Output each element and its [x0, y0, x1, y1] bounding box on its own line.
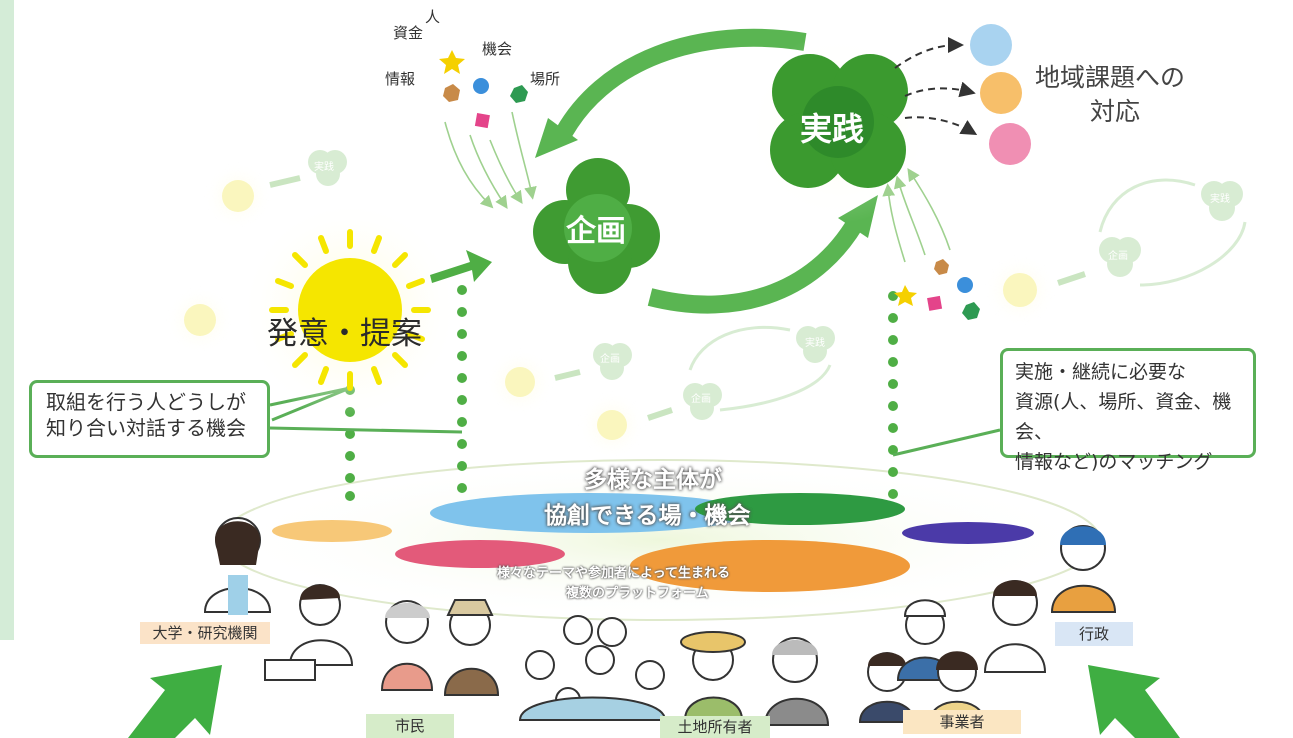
person-citizen-woman — [380, 600, 434, 691]
sun-rays — [269, 229, 431, 391]
platform-orange — [630, 540, 910, 592]
label-small-planning-1: 企画 — [600, 354, 620, 365]
center-sub-line2: 複数のプラットフォーム — [566, 586, 709, 601]
center-title-line2: 協創できる場・機会 — [544, 503, 751, 529]
label-people: 人 — [425, 8, 441, 26]
resource-flow-lines — [444, 111, 537, 209]
person-business-4 — [983, 580, 1047, 673]
label-small-practice-3: 実践 — [1210, 194, 1230, 205]
callout-matching: 実施・継続に必要な 資源(人、場所、資金、機会、 情報など)のマッチング — [1000, 348, 1256, 473]
tag-bg-government — [1055, 622, 1133, 646]
sun-body — [298, 258, 402, 362]
arrow-practice-to-planning — [551, 28, 807, 145]
person-family — [518, 615, 667, 721]
person-government — [1050, 525, 1117, 613]
tag-bg-university — [140, 622, 270, 644]
label-planning: 企画 — [566, 214, 626, 249]
arrow-planning-to-practice — [647, 210, 868, 314]
hexagon-icon-brown-right — [934, 259, 949, 275]
arrow-bottom-left — [128, 665, 222, 738]
arrow-proposal-to-planning — [430, 250, 492, 283]
practice-cluster — [745, 33, 935, 223]
outcome-line1: 地域課題への — [1035, 63, 1186, 92]
tag-bg-landowners — [660, 716, 770, 738]
people-illustrations — [203, 517, 1117, 726]
star-icon — [439, 50, 465, 74]
callout-matching-line3: 情報など)のマッチング — [1015, 451, 1213, 473]
center-title-line1: 多様な主体が — [584, 467, 722, 493]
label-opportunity: 機会 — [482, 40, 513, 58]
label-info: 情報 — [385, 70, 416, 88]
label-place: 場所 — [530, 70, 561, 88]
hexagon-icon-brown — [443, 84, 460, 102]
tag-bg-citizens — [366, 714, 454, 738]
square-icon — [474, 113, 490, 129]
label-funds: 資金 — [393, 24, 424, 42]
person-researcher — [264, 584, 354, 681]
label-practice: 実践 — [800, 110, 865, 148]
hexagon-icon-green-right — [962, 302, 980, 320]
tag-bg-business — [903, 710, 1021, 734]
platform-green — [695, 493, 905, 525]
circle-icon-right — [957, 277, 973, 293]
label-small-practice-1: 実践 — [314, 162, 334, 173]
label-small-planning-3: 企画 — [1108, 251, 1128, 262]
resource-flow-lines-right — [882, 167, 951, 263]
faded-cycles — [166, 150, 1247, 459]
outcome-line2: 対応 — [1090, 97, 1141, 126]
label-small-practice-2: 実践 — [805, 338, 825, 349]
square-icon-right — [927, 295, 943, 311]
tag-government: 行政 — [1078, 625, 1109, 643]
platform-blue — [430, 493, 750, 533]
person-farmer — [680, 631, 746, 721]
callout-dialogue: 取組を行う人どうしが 知り合い対話する機会 — [29, 380, 270, 458]
outcome-circle-blue — [970, 24, 1012, 66]
callout-matching-line1: 実施・継続に必要な — [1015, 361, 1187, 383]
arrow-bottom-right — [1088, 665, 1180, 738]
planning-cluster — [533, 158, 660, 294]
left-accent-bar — [0, 0, 14, 640]
person-business-2 — [896, 599, 954, 681]
circle-icon — [473, 78, 489, 94]
person-university — [203, 517, 272, 615]
outcome-dashed-arrows — [894, 37, 978, 136]
person-elder — [763, 637, 830, 726]
center-sub-line1: 様々なテーマや参加者によって生まれる — [497, 566, 730, 581]
tag-university: 大学・研究機関 — [152, 624, 258, 642]
hexagon-icon-green — [510, 85, 528, 103]
star-icon-right — [894, 285, 917, 306]
tag-citizens: 市民 — [394, 717, 425, 735]
person-citizen-hiker — [443, 599, 500, 696]
platform-purple — [902, 522, 1034, 544]
tag-business: 事業者 — [939, 713, 985, 731]
outcome-circle-orange — [980, 72, 1022, 114]
platform-orange-small — [272, 520, 392, 542]
label-proposal: 発意・提案 — [267, 316, 422, 352]
callout-matching-line2: 資源(人、場所、資金、機会、 — [1015, 391, 1232, 443]
label-small-planning-2: 企画 — [691, 394, 711, 405]
tag-landowners: 土地所有者 — [677, 718, 753, 736]
callout-dialogue-line2: 知り合い対話する機会 — [46, 416, 246, 440]
platform-pink — [395, 540, 565, 568]
callout-dialogue-line1: 取組を行う人どうしが — [46, 390, 246, 414]
outcome-circle-pink — [989, 123, 1031, 165]
